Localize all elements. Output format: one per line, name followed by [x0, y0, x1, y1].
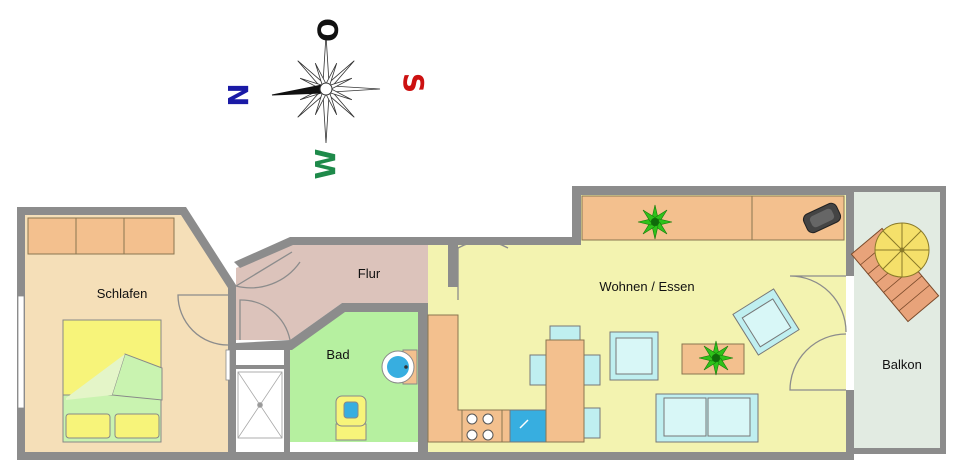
flur-floor: [236, 245, 448, 340]
compass-rose-icon: [271, 34, 381, 144]
bed: [62, 319, 163, 443]
speaker-icon: [802, 202, 842, 234]
shower: [237, 371, 283, 439]
top-cabinet: [581, 195, 845, 241]
doors: [177, 240, 847, 391]
stove: [466, 413, 494, 441]
parasol-icon: [874, 222, 930, 278]
room-label-schlafen: Schlafen: [97, 286, 148, 301]
sofa: [655, 393, 759, 443]
windows: [17, 295, 231, 409]
washbasin: [381, 349, 418, 385]
compass-west-label: W: [309, 148, 342, 179]
room-label-balkon: Balkon: [882, 357, 922, 372]
plant-icon: [698, 340, 734, 376]
plant-icon: [637, 204, 673, 240]
compass-north-label: N: [222, 83, 255, 106]
wohnen-floor: [428, 195, 846, 452]
armchair-left: [609, 331, 659, 381]
kitchen: [427, 314, 547, 443]
dining-set: [529, 325, 601, 443]
compass-east-label: O: [311, 18, 344, 42]
armchair-right: [732, 288, 800, 356]
bad-floor: [284, 312, 418, 442]
compass-south-label: S: [397, 73, 430, 93]
room-label-bad: Bad: [326, 347, 349, 362]
room-label-wohnen: Wohnen / Essen: [599, 279, 694, 294]
toilet: [335, 395, 367, 441]
schlafen-wardrobe: [27, 217, 175, 255]
room-label-flur: Flur: [358, 266, 381, 281]
